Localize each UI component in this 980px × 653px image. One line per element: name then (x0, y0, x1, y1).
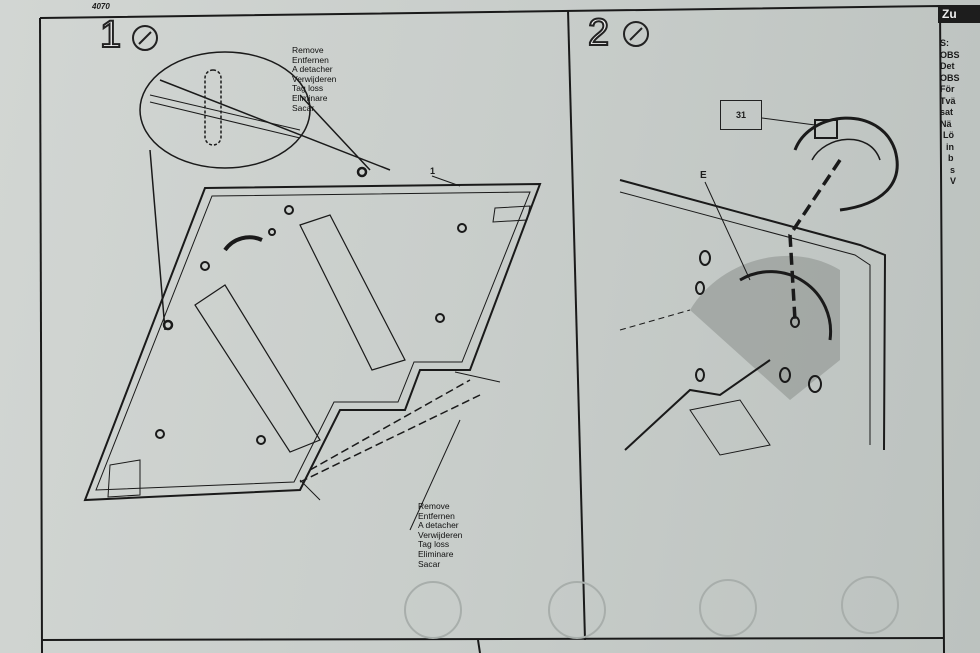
side-panel: Zu S: OBS Det OBS För Tvä sat Nä Lö in b… (934, 0, 980, 653)
faded-icons (404, 576, 899, 639)
text-line: OBS (940, 49, 960, 60)
text-line: Lö (943, 130, 954, 140)
text-line: S: (940, 38, 949, 48)
sheet-code: 4070 (92, 2, 110, 11)
text-line: Tvä (940, 95, 956, 106)
step-number-2: 2 (587, 11, 610, 55)
text-line: A detacher (418, 520, 459, 531)
step1-magnifier (139, 51, 461, 531)
side-panel-text: S: OBS Det OBS För Tvä sat Nä Lö in b s … (940, 38, 960, 188)
step2-assembly (619, 116, 899, 456)
text-line: För (940, 84, 955, 94)
text-line: A detacher (292, 64, 333, 75)
part-callout-1: 1 (430, 166, 436, 176)
text-line: Remove (292, 45, 324, 55)
text-line: Eliminare (418, 548, 454, 559)
remove-instruction-top: Remove Entfernen A detacher Verwijderen … (292, 45, 337, 113)
step-number-1: 1 (99, 13, 122, 57)
flag-label: E (700, 170, 707, 181)
text-line: in (946, 141, 954, 152)
text-line: Det (940, 61, 955, 71)
side-panel-title: Zu (938, 5, 980, 23)
part-number-box: 31 (720, 100, 762, 130)
text-line: Verwijderen (418, 529, 463, 540)
text-line: Nä (940, 118, 952, 129)
text-line: s (950, 164, 956, 175)
text-line: Sacar (418, 558, 441, 569)
step-pen-icons (132, 21, 649, 51)
text-line: Sacar (292, 102, 315, 113)
text-line: b (948, 153, 954, 163)
text-line: Verwijderen (292, 73, 337, 84)
remove-instruction-bottom: Remove Entfernen A detacher Verwijderen … (418, 501, 463, 569)
text-line: sat (940, 107, 954, 117)
text-line: Tag loss (292, 83, 324, 94)
text-line: Eliminare (292, 92, 328, 103)
text-line: Entfernen (418, 510, 455, 521)
text-line: Remove (418, 501, 450, 511)
text-line: Entfernen (292, 54, 329, 65)
text-line: OBS (940, 72, 960, 83)
text-line: V (950, 176, 957, 186)
step1-tray (83, 182, 542, 502)
text-line: Tag loss (418, 539, 450, 550)
